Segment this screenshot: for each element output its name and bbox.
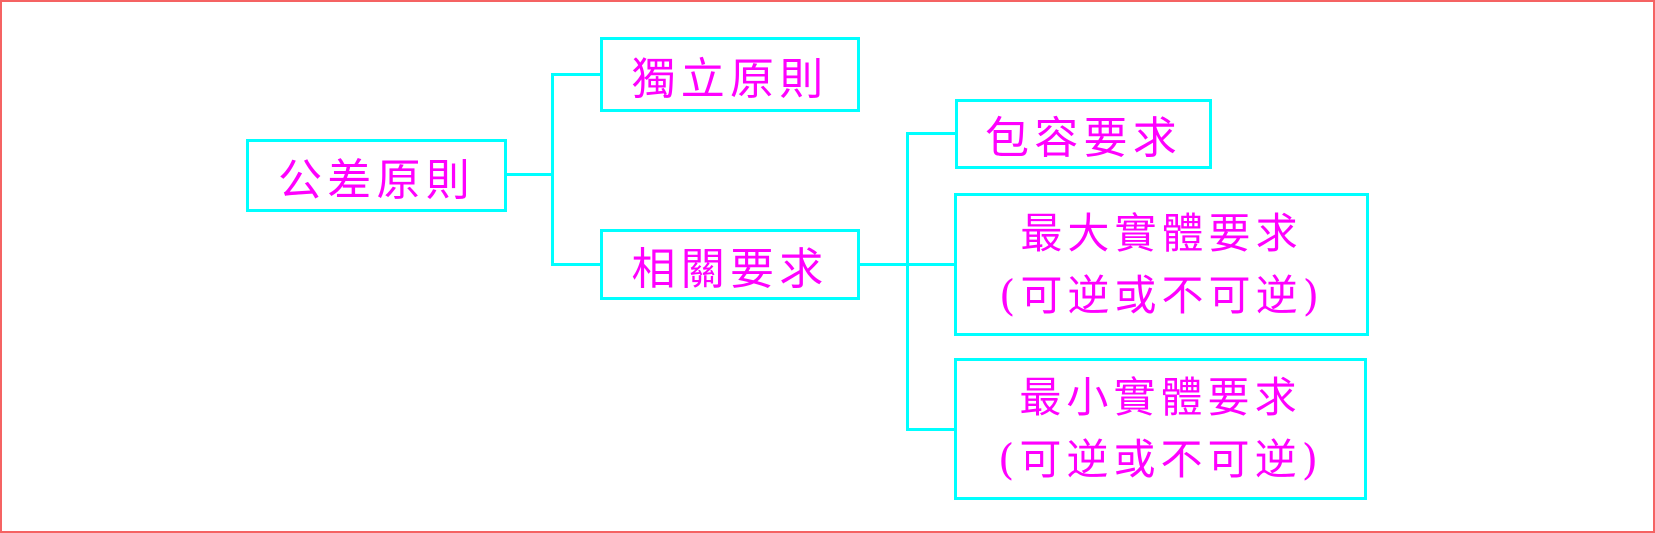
connector-to-envelope [906, 132, 955, 135]
node-label: 公差原則 [277, 154, 476, 206]
node-least-material-requirement: 最小實體要求 (可逆或不可逆) [954, 358, 1367, 500]
connector-to-related [551, 263, 600, 266]
node-independence-principle: 獨立原則 [600, 37, 860, 112]
node-maximum-material-requirement: 最大實體要求 (可逆或不可逆) [954, 193, 1369, 336]
node-label: 最小實體要求 [1019, 373, 1302, 422]
node-label: 獨立原則 [631, 53, 829, 105]
node-label: 相關要求 [631, 243, 829, 295]
node-sublabel: (可逆或不可逆) [998, 270, 1325, 320]
connector-to-independence [551, 73, 600, 76]
connector-branch-vertical-1 [551, 73, 554, 266]
node-envelope-requirement: 包容要求 [955, 99, 1212, 169]
node-label: 包容要求 [984, 113, 1183, 164]
connector-to-lmr [906, 428, 954, 431]
node-tolerance-principles: 公差原則 [246, 139, 507, 212]
node-related-requirements: 相關要求 [600, 229, 860, 300]
node-label: 最大實體要求 [1020, 208, 1303, 258]
connector-root-to-branch [505, 173, 554, 176]
node-sublabel: (可逆或不可逆) [997, 435, 1324, 484]
connector-branch-vertical-2 [906, 132, 909, 431]
